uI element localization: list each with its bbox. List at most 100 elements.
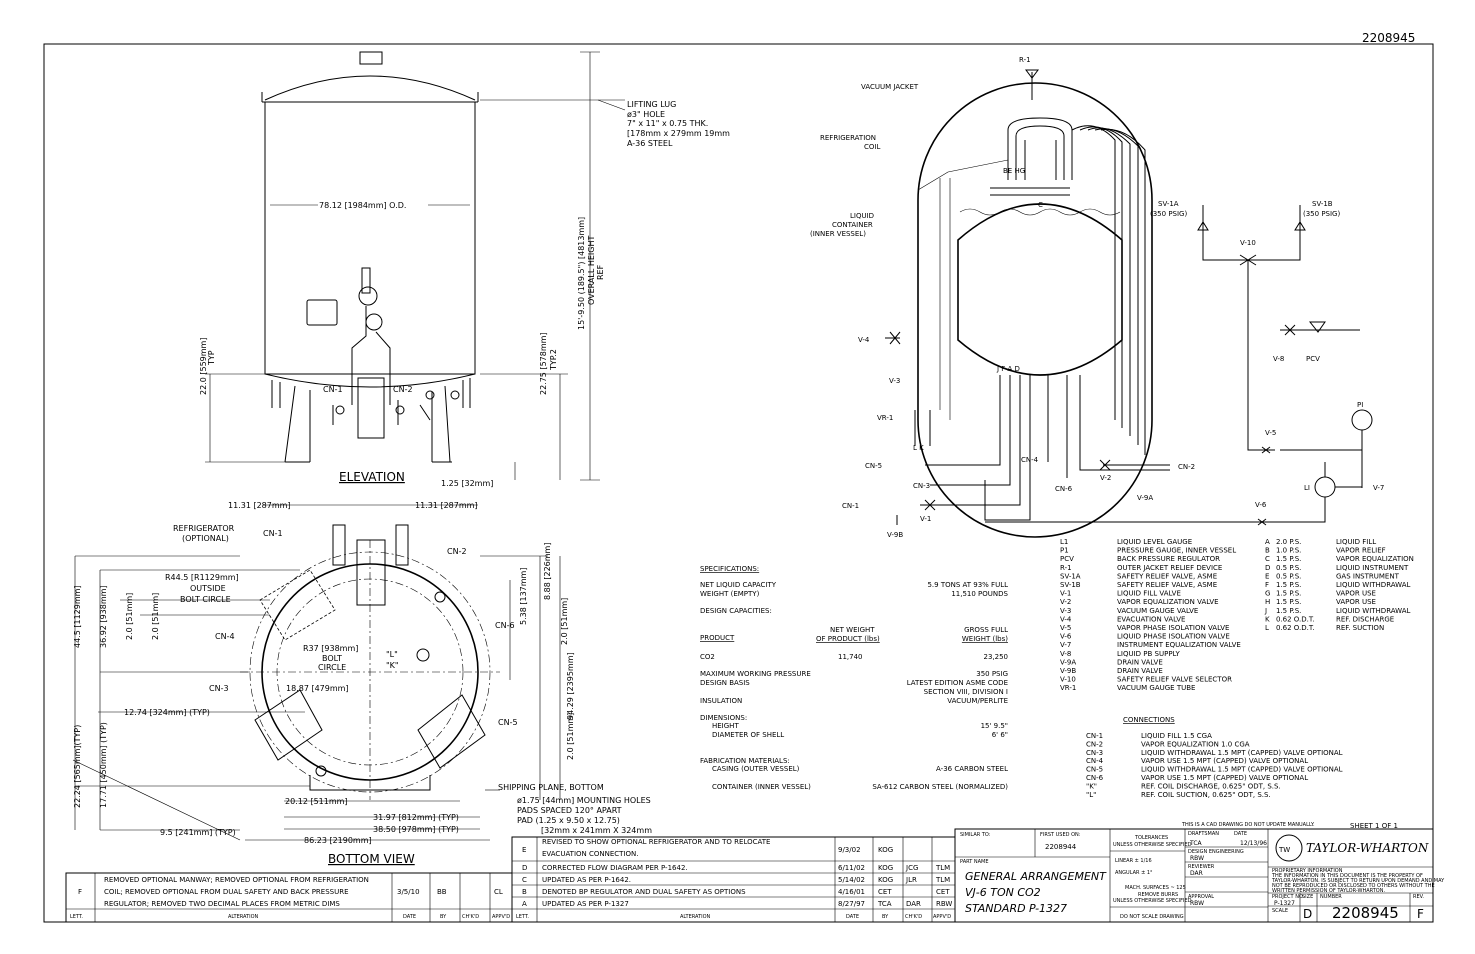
spec-co2: CO2 [700,653,715,661]
coil-service: VAPOR USE [1336,598,1376,606]
coil-size: 1.5 P.S. [1276,581,1301,589]
approval-value: RBW [1190,900,1204,907]
title-line-2: VJ-6 TON CO2 [965,886,1041,899]
rev-head: CH'K'D [905,914,922,920]
rev-lett: E [522,846,526,854]
title-block: TW [954,828,1434,923]
spec-r0-l: NET LIQUID CAPACITY [700,581,777,589]
spec-r0-v: 5.9 TONS AT 93% FULL [927,581,1008,589]
rev-date: 8/27/97 [838,900,865,908]
legend-desc: VACUUM GAUGE VALVE [1117,607,1198,615]
first-used-value: 2208944 [1045,843,1077,851]
rev-lett: C [522,876,527,884]
sch-cn5: CN-5 [865,462,882,470]
coil-size: 1.5 P.S. [1276,555,1301,563]
rev-head-left: LETT. [70,914,83,920]
coil-service: GAS INSTRUMENT [1336,572,1400,580]
od-dim: 78.12 [1984mm] O.D. [319,201,406,210]
pressure-gauge [358,286,378,306]
legend-desc: LIQUID PB SUPPLY [1117,650,1181,658]
first-used-on: FIRST USED ON: [1040,832,1081,838]
rev-checked: JCG [905,864,918,872]
coil-size: 1.5 P.S. [1276,607,1301,615]
legend-code: V-3 [1060,607,1071,615]
coil-service: VAPOR USE [1336,590,1376,598]
legend-desc: VAPOR EQUALIZATION VALVE [1117,598,1219,606]
coil-service: LIQUID INSTRUMENT [1336,564,1409,572]
sch-v5: V-5 [1265,429,1276,437]
reviewer-value: DAR [1190,870,1203,877]
sch-liquid-2: CONTAINER [832,221,873,229]
v-dim-4: 2.0 [51mm] [151,593,160,640]
connection-desc: REF. COIL DISCHARGE, 0.625" ODT, S.S. [1141,782,1281,790]
legend-code: R-1 [1060,564,1072,572]
v-dim-r2: 8.88 [226mm] [543,543,552,600]
rev-head: APPV'D [933,914,951,920]
coil-letter: K [1265,615,1270,623]
sch-r1: R-1 [1019,56,1031,64]
bv-cn4: CN-4 [215,632,235,641]
company-name: TAYLOR-WHARTON [1306,841,1429,855]
legend-code: VR-1 [1060,684,1076,692]
bv-k: "K" [386,661,399,670]
tol-7: UNLESS OTHERWISE SPECIFIED [1113,898,1192,904]
coil-size: 2.0 P.S. [1276,538,1301,546]
dim-center: 18.87 [479mm] [286,684,349,693]
spec-heading: SPECIFICATIONS: [700,565,759,573]
draftsman-label: DRAFTSMAN [1188,831,1219,837]
prop-5: WRITTEN PERMISSION OF TAYLOR-WHARTON. [1272,888,1385,894]
sch-pi: PI [1357,401,1363,409]
coil-service: LIQUID WITHDRAWAL [1336,607,1411,615]
spec-th-gross: GROSS FULL [964,626,1008,634]
size-label: SIZE [1302,894,1313,900]
rev-alteration: REVISED TO SHOW OPTIONAL REFRIGERATOR AN… [542,838,770,846]
sch-v4: V-4 [858,336,870,344]
spec-r28-v: A-36 CARBON STEEL [936,765,1008,773]
bv-cn6: CN-6 [495,621,515,630]
rev-by: CET [878,888,892,896]
date-label: DATE [1234,831,1247,837]
v-dim-r1: 5.38 [137mm] [519,568,528,625]
elevation-title: ELEVATION [339,470,405,484]
sch-lk: L K [913,444,924,452]
legend-desc: VACUUM GAUGE TUBE [1117,684,1195,692]
connection-desc: VAPOR USE 1.5 MPT (CAPPED) VALVE OPTIONA… [1141,757,1308,765]
connection-code: CN-3 [1086,749,1103,757]
rev-date: 9/3/02 [838,846,861,854]
prop-3: TAYLOR-WHARTON. IS SUBJECT TO RETURN UPO… [1271,878,1445,884]
spec-co2-net: 11,740 [838,653,863,661]
lifting-lug-3: 7" x 11" x 0.75 THK. [627,119,708,128]
tol-2: UNLESS OTHERWISE SPECIFIED [1113,842,1192,848]
sch-vacuum-jacket: VACUUM JACKET [861,83,919,91]
bottom-view [72,504,561,841]
sch-cn1: CN-1 [842,502,859,510]
connection-desc: LIQUID FILL 1.5 CGA [1141,732,1212,740]
rev-alteration: DENOTED BP REGULATOR AND DUAL SAFETY AS … [542,888,746,896]
legend-code: P1 [1060,547,1069,555]
spec-r23-v: VACUUM/PERLITE [947,697,1008,705]
sch-v3: V-3 [889,377,900,385]
lifting-lug-5: A-36 STEEL [627,139,673,148]
legend-code: V-4 [1060,615,1072,623]
rev-head: DATE [846,914,859,920]
overall-height-3: REF [596,264,605,280]
sch-v2: V-2 [1100,474,1111,482]
shipping-1: SHIPPING PLANE, BOTTOM [498,783,604,792]
sch-cn2: CN-2 [1178,463,1195,471]
taylor-wharton-logo [1275,834,1303,862]
tol-4: ANGULAR ± 1° [1115,870,1153,876]
bolt-1: R37 [938mm] [303,644,358,653]
rev-f-by: BB [437,888,447,896]
bolt-3: CIRCLE [318,663,346,672]
v-dim-r5: 2.0 [51mm] [566,713,575,760]
connection-code: CN-4 [1086,757,1104,765]
sch-ref-coil-2: COIL [864,143,880,151]
sch-bottom-letters: J F A D [996,365,1020,373]
connection-code: CN-6 [1086,774,1104,782]
rev-lett: A [522,900,527,908]
typ-right-2: TYP.2 [549,349,558,371]
v-dim-2: 36.92 [938mm] [99,585,108,648]
spec-r20-v: 350 PSIG [976,670,1008,678]
